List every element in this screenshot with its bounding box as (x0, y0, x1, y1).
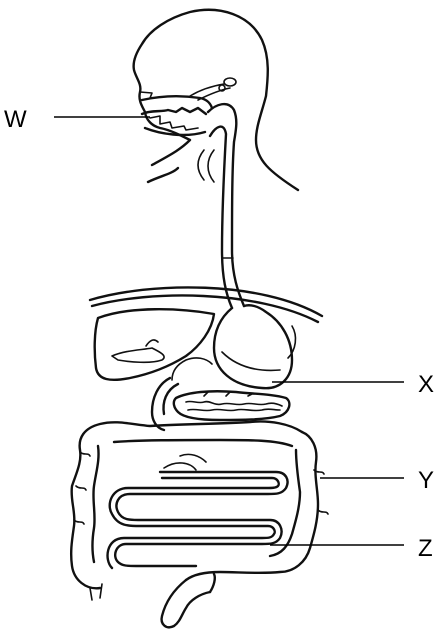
label-w: W (4, 106, 27, 133)
label-x: X (418, 371, 434, 398)
oesophagus (198, 104, 244, 308)
diaphragm (90, 287, 322, 322)
stomach (172, 305, 292, 388)
pancreas (174, 391, 290, 420)
small-intestine (108, 454, 288, 568)
liver (95, 309, 296, 380)
label-z: Z (418, 535, 433, 562)
head-outline (134, 10, 298, 190)
rectum (162, 574, 215, 627)
label-y: Y (418, 467, 434, 494)
